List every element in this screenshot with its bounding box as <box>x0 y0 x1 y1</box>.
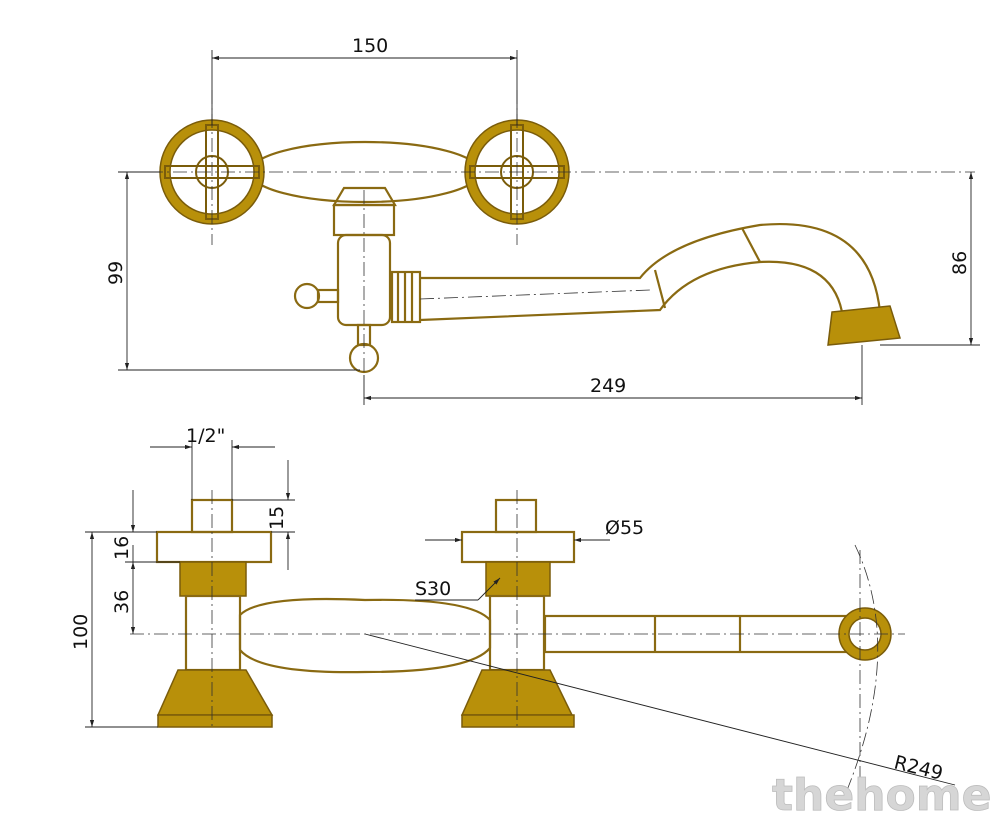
dim-inlet-length: 15 <box>266 506 288 530</box>
mixing-block <box>332 186 422 327</box>
dim-nut-size: S30 <box>415 578 451 600</box>
aerator <box>827 305 901 346</box>
dim-spout-height: 99 <box>105 261 127 285</box>
watermark-logo: thehome <box>772 770 991 821</box>
front-view: 1/2" 15 16 36 100 Ø55 S30 R249 <box>70 425 956 796</box>
dim-outlet-height: 86 <box>949 251 971 275</box>
top-view: 150 99 86 249 <box>105 35 980 405</box>
diverter-knob <box>293 282 380 374</box>
spout <box>419 223 901 346</box>
left-inlet-assembly <box>155 498 274 728</box>
dim-flange-height: 16 <box>111 536 133 560</box>
dim-overall-height: 100 <box>70 614 92 650</box>
dim-spout-reach: 249 <box>590 375 626 397</box>
dim-handle-spacing: 150 <box>352 35 388 57</box>
dim-inlet-thread: 1/2" <box>186 425 225 447</box>
dim-flange-diameter: Ø55 <box>605 517 644 539</box>
right-inlet-assembly <box>460 498 576 728</box>
dim-nut-height: 36 <box>111 590 133 614</box>
front-body <box>238 597 492 674</box>
